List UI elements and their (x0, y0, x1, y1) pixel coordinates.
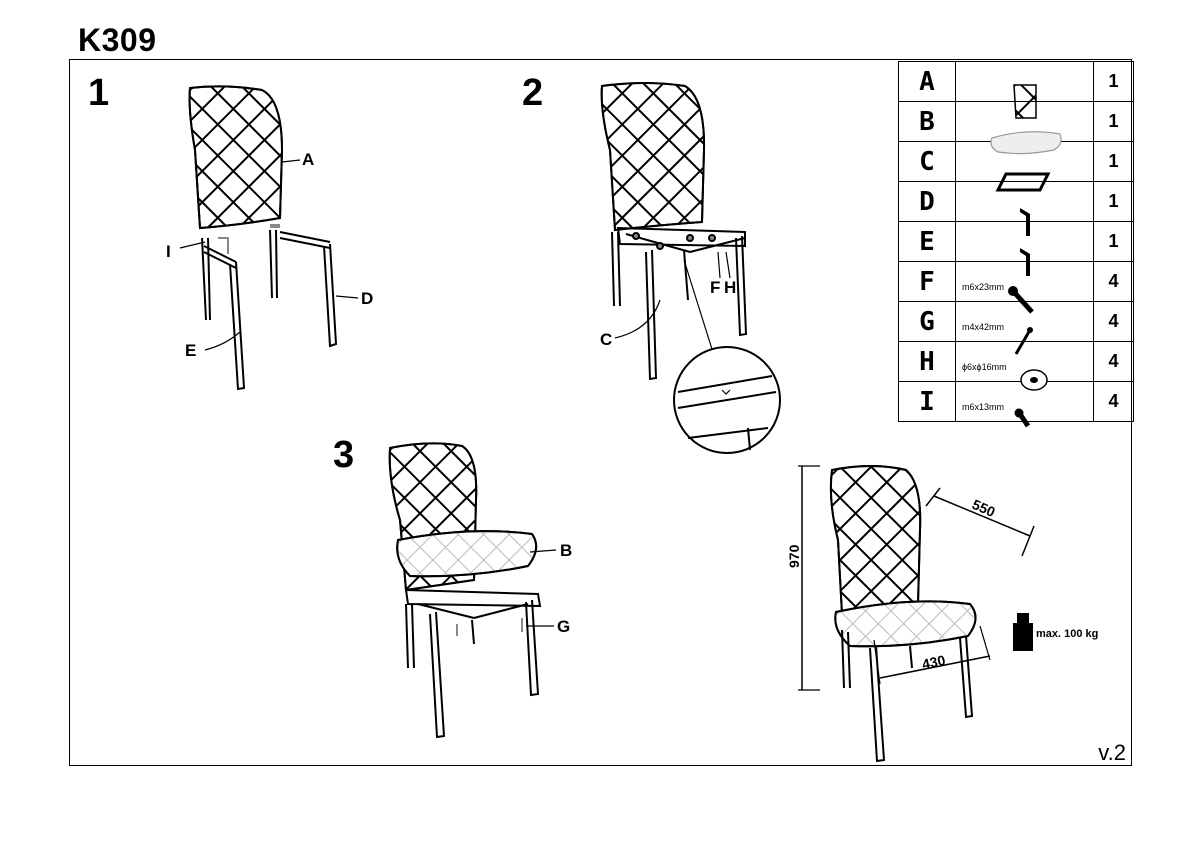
part-picture (955, 141, 1094, 191)
part-letter: E (898, 221, 956, 262)
part-quantity: 4 (1093, 341, 1134, 382)
part-size: m6x23mm (962, 282, 1005, 292)
part-picture (955, 101, 1094, 154)
table-row: B 1 (898, 101, 1134, 154)
part-picture: m4x42mm (955, 301, 1094, 355)
step-number: 1 (88, 72, 110, 114)
part-picture: m6x13mm (955, 381, 1094, 427)
step3-drawing (388, 442, 557, 739)
part-picture (955, 181, 1094, 236)
version-label: v.2 (1098, 740, 1126, 765)
table-row: A 1 (898, 61, 1134, 119)
part-quantity: 4 (1093, 381, 1134, 422)
part-picture (955, 221, 1094, 276)
part-quantity: 1 (1093, 101, 1134, 142)
part-size: m4x42mm (962, 322, 1005, 332)
table-row: D 1 (898, 181, 1134, 236)
part-picture: m6x23mm (955, 261, 1094, 314)
step2-drawing (600, 82, 781, 454)
part-letter: G (898, 301, 956, 342)
part-letter: C (898, 141, 956, 182)
table-row: G m4x42mm 4 (898, 301, 1134, 355)
callout-label: I (166, 242, 171, 261)
parts-table: A 1 B 1 C 1 D 1 (898, 61, 1134, 427)
callout-label: D (361, 289, 374, 308)
part-letter: A (898, 61, 956, 102)
part-letter: I (898, 381, 956, 422)
step-number: 2 (522, 72, 544, 114)
callout-label: A (302, 150, 315, 169)
callout-label: G (557, 617, 571, 636)
step1-drawing (179, 85, 359, 391)
part-picture (955, 61, 1094, 119)
part-size: ϕ6xϕ16mm (962, 362, 1007, 372)
part-quantity: 1 (1093, 61, 1134, 102)
part-letter: B (898, 101, 956, 142)
part-size: m6x13mm (962, 402, 1005, 412)
part-letter: H (898, 341, 956, 382)
dimension-drawing (798, 465, 1035, 763)
table-row: F m6x23mm 4 (898, 261, 1134, 314)
document-title: K309 (78, 22, 157, 58)
callout-label: C (600, 330, 613, 349)
callout-label: B (560, 541, 573, 560)
part-quantity: 1 (1093, 181, 1134, 222)
table-row: E 1 (898, 221, 1134, 276)
table-row: I m6x13mm 4 (898, 381, 1134, 427)
part-quantity: 1 (1093, 221, 1134, 262)
height-dimension: 970 (786, 544, 802, 568)
part-letter: D (898, 181, 956, 222)
table-row: H ϕ6xϕ16mm 4 (898, 341, 1134, 391)
callout-label: H (724, 278, 737, 297)
part-letter: F (898, 261, 956, 302)
part-picture: ϕ6xϕ16mm (955, 341, 1094, 391)
part-quantity: 1 (1093, 141, 1134, 182)
callout-label: F (710, 278, 721, 297)
part-quantity: 4 (1093, 301, 1134, 342)
short-bolt-icon (1014, 408, 1031, 427)
max-load-label: max. 100 kg (1036, 628, 1099, 640)
table-row: C 1 (898, 141, 1134, 191)
callout-label: E (185, 341, 197, 360)
part-quantity: 4 (1093, 261, 1134, 302)
step-number: 3 (333, 434, 355, 476)
